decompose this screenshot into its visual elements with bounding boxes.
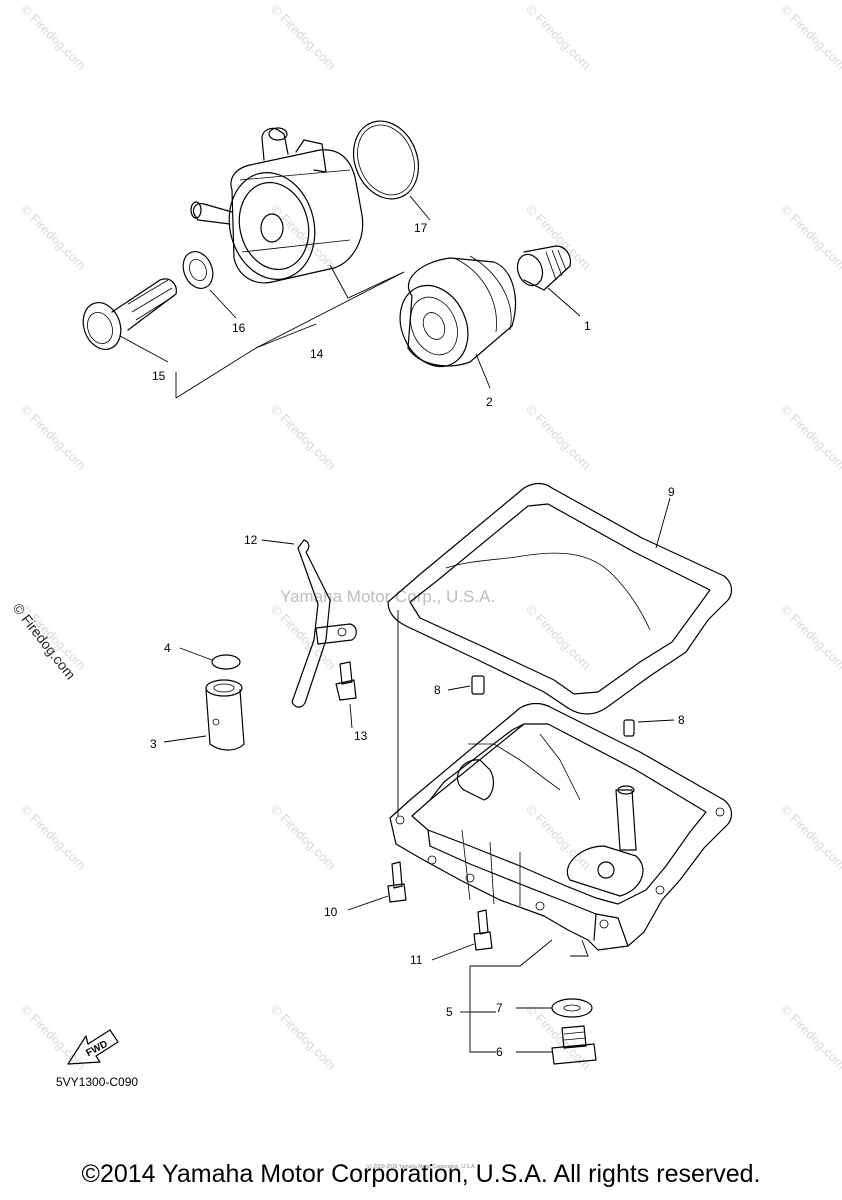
callout-17[interactable]: 17 [414, 221, 428, 235]
repeat-watermark: © Firedog.com [268, 1002, 339, 1073]
callout-8-upper[interactable]: 8 [434, 683, 441, 697]
copyright-notice: ©2014 Yamaha Motor Corporation, U.S.A. A… [81, 1160, 761, 1188]
washer-16 [182, 251, 214, 289]
repeat-watermark: © Firedog.com [523, 602, 594, 673]
oil-pan [389, 702, 733, 951]
callout-14[interactable]: 14 [310, 347, 324, 361]
callout-15[interactable]: 15 [152, 369, 166, 383]
repeat-watermark: © Firedog.com [268, 402, 339, 473]
o-ring-4 [211, 654, 241, 670]
watermark-layer: © Firedog.com © Firedog.com © Firedog.com ©… [18, 2, 842, 1073]
repeat-watermark: © Firedog.com [18, 802, 89, 873]
callout-12[interactable]: 12 [244, 533, 258, 547]
repeat-watermark: © Firedog.com [523, 402, 594, 473]
repeat-watermark: © Firedog.com [778, 602, 842, 673]
repeat-watermark: © Firedog.com [18, 2, 89, 73]
callout-6[interactable]: 6 [496, 1045, 503, 1059]
callout-16[interactable]: 16 [232, 321, 246, 335]
repeat-watermark: © Firedog.com [18, 402, 89, 473]
repeat-watermark: © Firedog.com [778, 202, 842, 273]
repeat-watermark: © Firedog.com [268, 202, 339, 273]
repeat-watermark: © Firedog.com [778, 402, 842, 473]
oil-pipe-12 [291, 539, 357, 708]
bolt-10 [387, 861, 407, 903]
callout-13[interactable]: 13 [354, 729, 368, 743]
drain-bolt-6 [551, 1025, 597, 1065]
o-ring-17 [352, 120, 420, 200]
callout-7[interactable]: 7 [496, 1001, 503, 1015]
oil-pan-gasket-9 [387, 482, 733, 715]
repeat-watermark: © Firedog.com [268, 802, 339, 873]
callout-8-lower[interactable]: 8 [678, 713, 685, 727]
fine-print: (c) 2000-2016 Yamaha Motor Corporation, … [366, 1164, 476, 1170]
union-bolt-15 [82, 278, 177, 350]
callout-11[interactable]: 11 [410, 953, 423, 967]
callout-10[interactable]: 10 [324, 905, 338, 919]
center-watermark: Yamaha Motor Corp., U.S.A. [280, 587, 495, 606]
callout-3[interactable]: 3 [150, 737, 157, 751]
strainer-3 [205, 679, 245, 751]
repeat-watermark: © Firedog.com [18, 202, 89, 273]
callout-9[interactable]: 9 [668, 485, 675, 499]
callout-5[interactable]: 5 [446, 1005, 453, 1019]
repeat-watermark: © Firedog.com [778, 2, 842, 73]
callout-1[interactable]: 1 [584, 319, 591, 333]
repeat-watermark: © Firedog.com [778, 1002, 842, 1073]
repeat-watermark: © Firedog.com [523, 1002, 594, 1073]
dowel-pin-8-upper [471, 675, 485, 695]
diagram-code: 5VY1300-C090 [56, 1075, 138, 1089]
callout-4[interactable]: 4 [164, 641, 171, 655]
repeat-watermark: © Firedog.com [523, 2, 594, 73]
bolt-13 [335, 661, 357, 701]
repeat-watermark: © Firedog.com [268, 2, 339, 73]
dowel-pin-8-lower [623, 719, 635, 737]
repeat-watermark: © Firedog.com [523, 802, 594, 873]
repeat-watermark: © Firedog.com [523, 202, 594, 273]
oil-filter-2 [399, 255, 516, 368]
callout-2[interactable]: 2 [486, 395, 493, 409]
bolt-11 [473, 909, 493, 951]
gasket-7 [551, 998, 593, 1018]
nipple-bolt-1 [516, 245, 571, 291]
oil-cooler [190, 127, 364, 284]
repeat-watermark: © Firedog.com [778, 802, 842, 873]
repeat-watermark: © Firedog.com [18, 1002, 89, 1073]
